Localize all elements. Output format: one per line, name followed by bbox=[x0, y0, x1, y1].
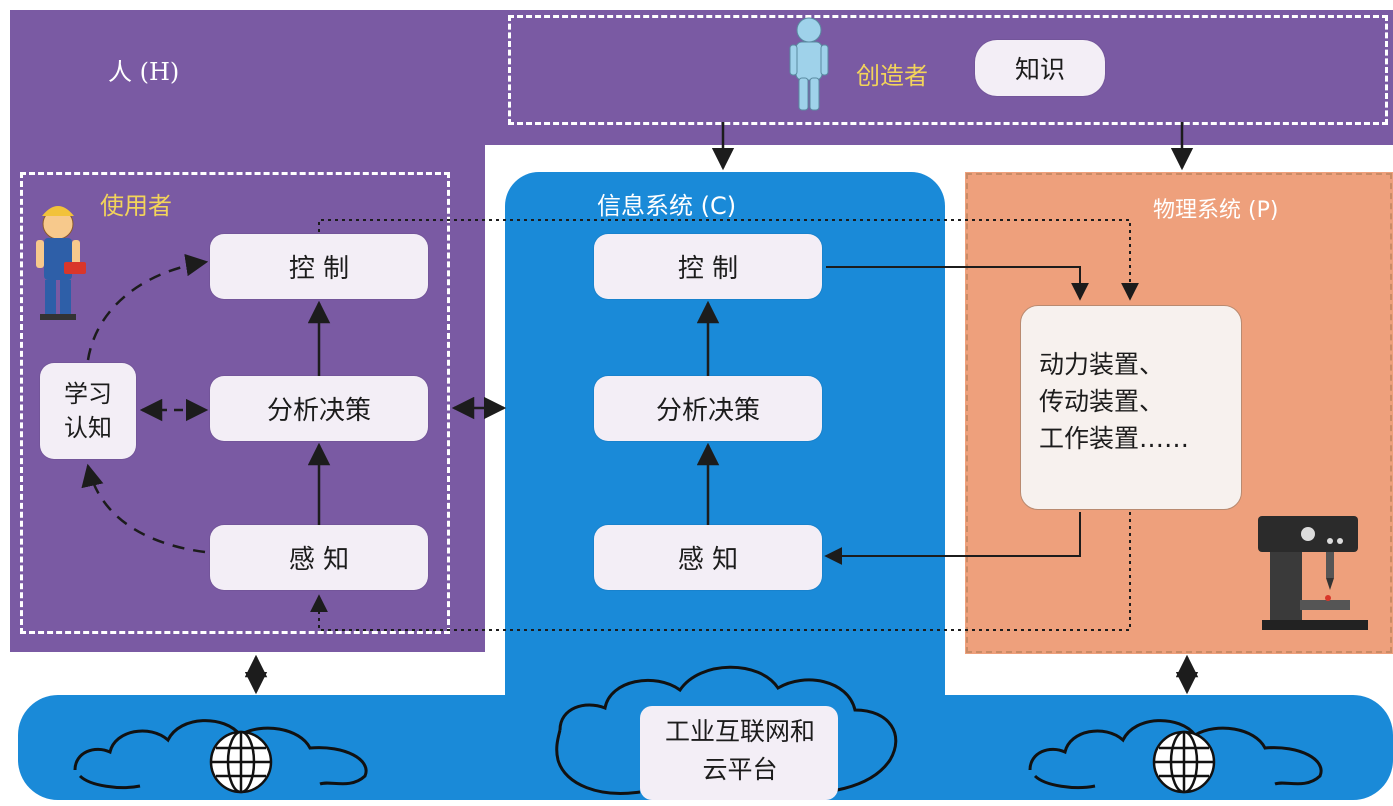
globe-icon bbox=[209, 730, 1216, 794]
physical-devices-box: 动力装置、 传动装置、 工作装置…… bbox=[1020, 305, 1242, 510]
cyber-analysis-box: 分析决策 bbox=[594, 376, 822, 441]
arrow-physical-to-cyber-perception bbox=[824, 512, 1081, 565]
arrow-learning-to-control bbox=[86, 253, 209, 361]
arrow-cyber-control-to-physical bbox=[826, 266, 1089, 301]
knowledge-box: 知识 bbox=[975, 40, 1105, 96]
user-label: 使用者 bbox=[100, 192, 172, 220]
learning-line-2: 认知 bbox=[64, 414, 112, 442]
human-label: 人 (H) bbox=[108, 58, 180, 86]
learning-box: 学习 认知 bbox=[40, 363, 136, 459]
cyber-control-box: 控 制 bbox=[594, 234, 822, 299]
dotted-user-control-to-physical bbox=[318, 219, 1139, 301]
device-line-3: 工作装置…… bbox=[1039, 424, 1190, 453]
platform-box bbox=[640, 706, 838, 800]
platform-label: 工业互联网和 云平台 bbox=[640, 713, 840, 789]
creator-dashed-frame bbox=[508, 15, 1388, 125]
physical-label: 物理系统 (P) bbox=[1153, 198, 1279, 223]
creator-person-icon bbox=[789, 17, 829, 111]
machine-tool-icon bbox=[1258, 516, 1368, 630]
device-line-1: 动力装置、 bbox=[1039, 350, 1165, 379]
learning-line-1: 学习 bbox=[64, 380, 112, 408]
user-dashed-frame bbox=[20, 172, 450, 634]
user-control-box: 控 制 bbox=[210, 234, 428, 299]
platform-line-1: 工业互联网和 bbox=[664, 717, 815, 746]
user-perception-box: 感 知 bbox=[210, 525, 428, 590]
cyber-label: 信息系统 (C) bbox=[597, 192, 737, 220]
worker-person-icon bbox=[36, 206, 86, 320]
physical-dashed-frame bbox=[966, 173, 1392, 653]
platform-line-2: 云平台 bbox=[702, 755, 778, 784]
dotted-physical-to-user-perception bbox=[310, 512, 1131, 631]
creator-label: 创造者 bbox=[856, 62, 928, 90]
cyber-perception-box: 感 知 bbox=[594, 525, 822, 590]
arrow-perception-to-learning bbox=[81, 463, 206, 554]
device-line-2: 传动装置、 bbox=[1039, 387, 1165, 416]
user-analysis-box: 分析决策 bbox=[210, 376, 428, 441]
